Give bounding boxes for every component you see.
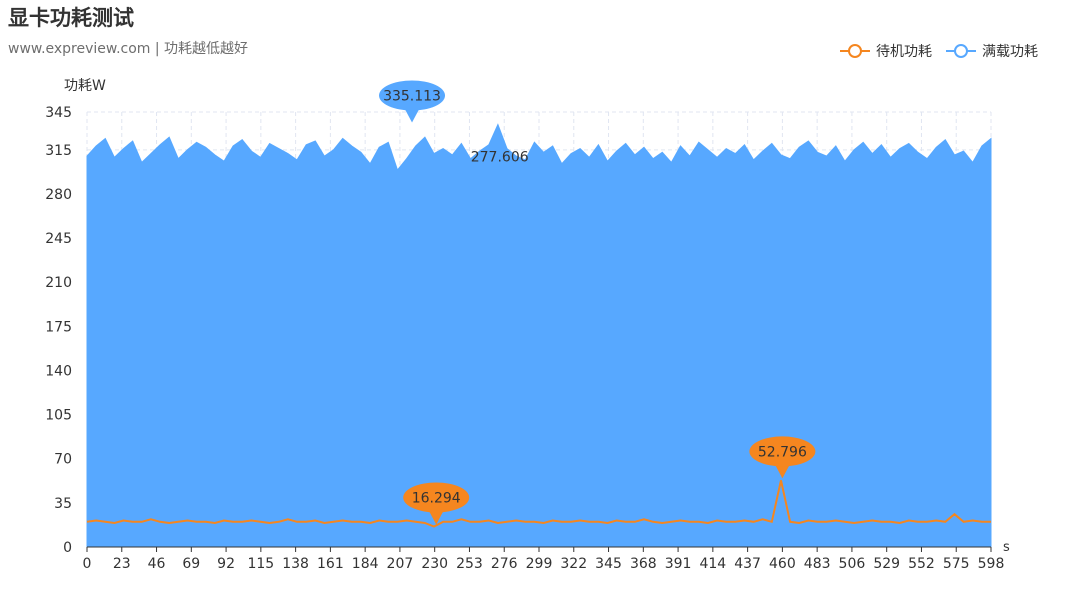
y-tick-label: 175 <box>45 319 72 335</box>
marker-pin: 335.113 <box>379 80 446 123</box>
x-axis-title: s <box>1003 540 1010 555</box>
x-tick-label: 92 <box>217 556 235 572</box>
series-load-area <box>86 123 992 548</box>
chart-subtitle: www.expreview.com | 功耗越低越好 <box>8 41 249 57</box>
y-tick-label: 210 <box>45 275 72 291</box>
x-tick-label: 552 <box>908 556 935 572</box>
y-tick-label: 140 <box>45 363 72 379</box>
marker-layer: 335.113 277.606 16.294 52.796 <box>379 80 816 525</box>
series-layer <box>86 123 992 548</box>
y-tick-label: 35 <box>54 496 72 512</box>
marker-pin-label: 335.113 <box>383 88 441 104</box>
legend-swatch-load <box>946 44 976 58</box>
x-tick-label: 322 <box>560 556 587 572</box>
x-tick-label: 46 <box>148 556 166 572</box>
x-tick-label: 345 <box>595 556 622 572</box>
x-tick-label: 483 <box>804 556 831 572</box>
y-tick-label: 245 <box>45 231 72 247</box>
x-tick-label: 368 <box>630 556 657 572</box>
series-idle-line <box>86 480 991 528</box>
x-tick-label: 69 <box>182 556 200 572</box>
x-tick-label: 598 <box>978 556 1005 572</box>
marker-pin-label: 52.796 <box>758 444 807 460</box>
axis-layer: 0 35 70 105 140 175 210 245 280 315 345 0 23 46 69 92 11… <box>45 78 1010 572</box>
legend-swatch-idle <box>840 44 870 58</box>
marker-pin-bubble <box>403 482 470 513</box>
marker-label: 277.606 <box>471 149 529 165</box>
x-tick-label: 529 <box>873 556 900 572</box>
x-tick-label: 391 <box>665 556 692 572</box>
x-tick-label: 0 <box>83 556 92 572</box>
x-tick-label: 23 <box>113 556 131 572</box>
y-tick-label: 70 <box>54 452 72 468</box>
legend-label-load: 满载功耗 <box>982 44 1038 60</box>
x-tick-label: 138 <box>282 556 309 572</box>
x-tick-label: 575 <box>943 556 970 572</box>
marker-pin: 52.796 <box>749 436 816 479</box>
x-tick-label: 253 <box>456 556 483 572</box>
marker-pin-tail <box>404 107 421 123</box>
x-tick-label: 207 <box>387 556 414 572</box>
x-tick-label: 437 <box>734 556 761 572</box>
y-tick-label: 280 <box>45 187 72 203</box>
marker-pin: 16.294 <box>403 482 470 525</box>
y-tick-label: 105 <box>45 408 72 424</box>
x-tick-label: 161 <box>317 556 344 572</box>
x-tick-label: 414 <box>699 556 726 572</box>
x-tick-label: 184 <box>352 556 379 572</box>
marker-pin-bubble <box>749 436 816 467</box>
x-tick-label: 230 <box>421 556 448 572</box>
x-tick-label: 115 <box>247 556 274 572</box>
y-tick-label: 0 <box>63 540 72 556</box>
legend: 待机功耗 满载功耗 <box>840 41 1038 61</box>
x-tick-label: 460 <box>769 556 796 572</box>
legend-item-idle[interactable]: 待机功耗 <box>840 41 932 61</box>
legend-label-idle: 待机功耗 <box>876 44 932 60</box>
x-tick-label: 299 <box>526 556 553 572</box>
chart-title: 显卡功耗测试 <box>8 6 134 30</box>
legend-item-load[interactable]: 满载功耗 <box>946 41 1038 61</box>
y-axis-title: 功耗W <box>64 78 106 94</box>
marker-pin-bubble <box>379 80 446 111</box>
x-tick-label: 506 <box>839 556 866 572</box>
x-tick-label: 276 <box>491 556 518 572</box>
marker-pin-tail <box>428 509 445 525</box>
y-tick-label: 345 <box>45 105 72 121</box>
y-tick-label: 315 <box>45 143 72 159</box>
marker-pin-label: 16.294 <box>412 490 461 506</box>
marker-pin-tail <box>774 463 791 479</box>
